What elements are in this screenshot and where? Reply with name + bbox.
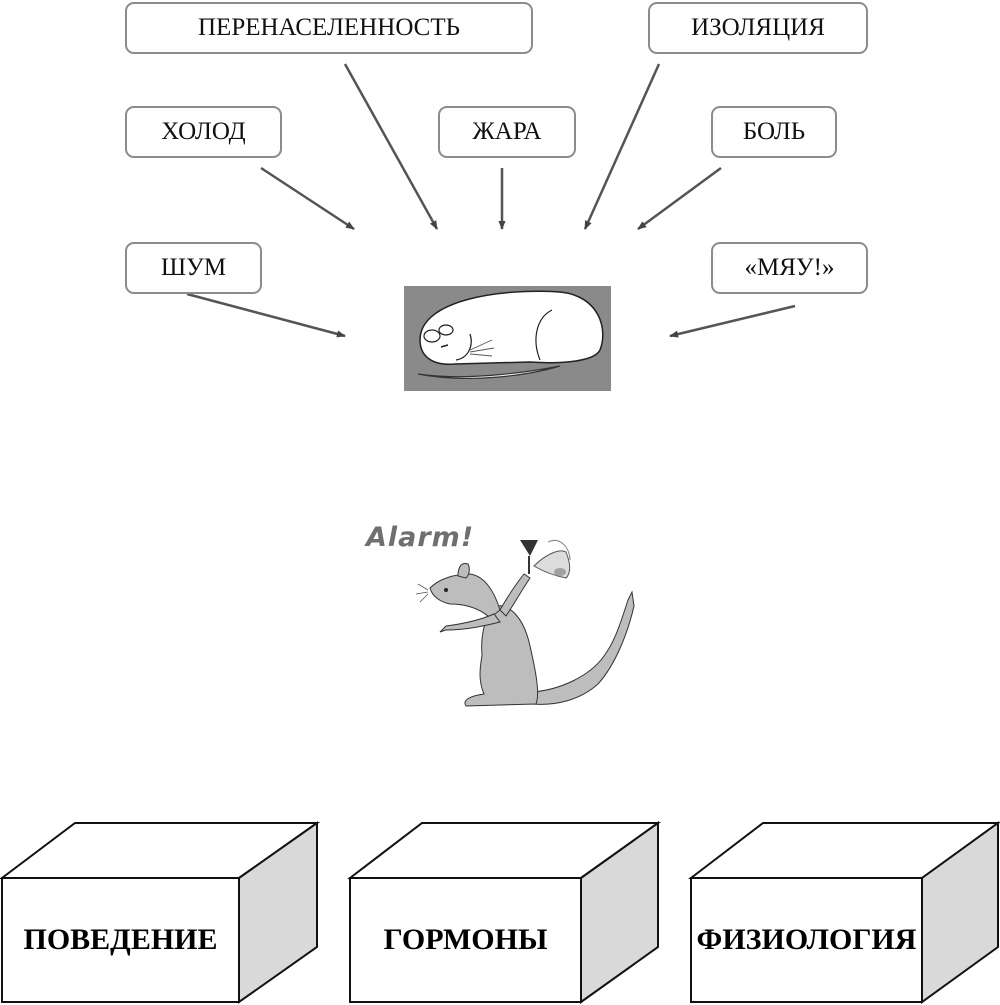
stressor-cold: ХОЛОД <box>125 106 282 158</box>
cube-physiology <box>688 821 1000 1004</box>
alarm-caption: Alarm! <box>366 522 475 553</box>
arrow-isolation <box>583 63 661 230</box>
result-behavior-label: ПОВЕДЕНИЕ <box>23 923 218 956</box>
result-physiology-label: ФИЗИОЛОГИЯ <box>696 923 917 956</box>
arrow-pain <box>637 166 722 231</box>
stressor-pain: БОЛЬ <box>711 106 837 158</box>
arrow-noise <box>186 292 346 338</box>
result-hormones-label: ГОРМОНЫ <box>383 923 548 956</box>
stressor-noise: ШУМ <box>125 242 262 294</box>
arrow-overcrowding <box>343 63 439 230</box>
cube-behavior <box>0 821 321 1004</box>
arrow-meow <box>669 304 796 338</box>
stressor-overcrowding: ПЕРЕНАСЕЛЕННОСТЬ <box>125 2 533 54</box>
stressor-meow: «МЯУ!» <box>711 242 868 294</box>
stressor-isolation: ИЗОЛЯЦИЯ <box>648 2 868 54</box>
cube-hormones <box>347 821 662 1004</box>
sleeping-rat-illustration <box>404 286 611 391</box>
alarm-rat-illustration <box>415 540 635 707</box>
arrow-cold <box>260 166 355 231</box>
stressor-heat: ЖАРА <box>438 106 576 158</box>
